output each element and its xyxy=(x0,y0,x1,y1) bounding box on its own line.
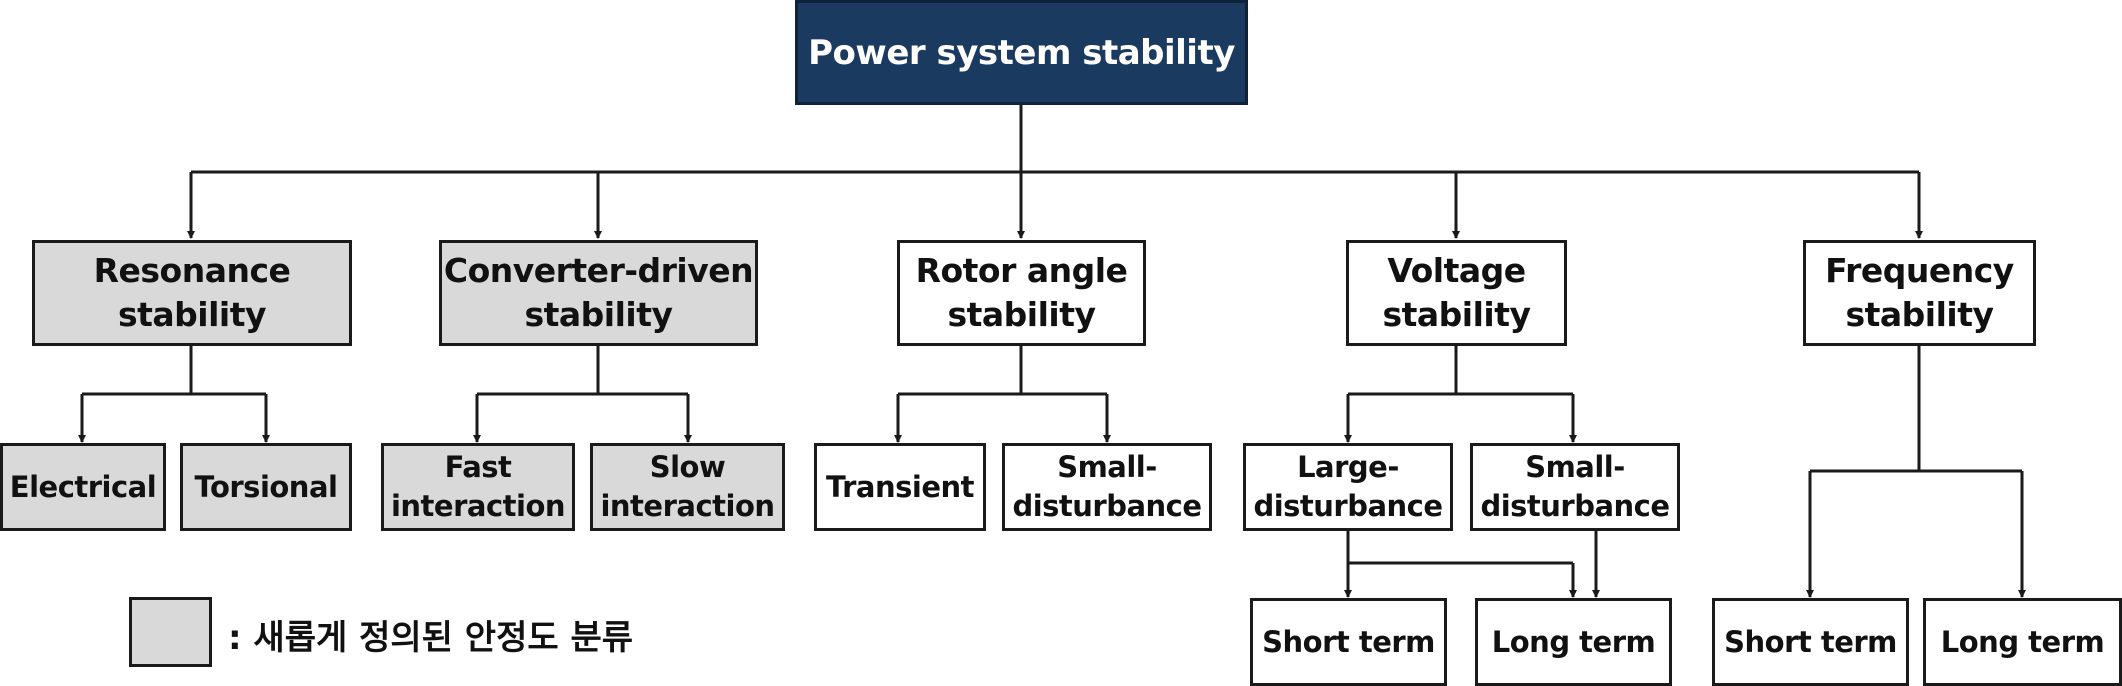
subcategory-label: Short term xyxy=(1724,624,1897,659)
subcategory-slow-interaction: Slow interaction xyxy=(590,443,785,531)
subcategory-label: Large- disturbance xyxy=(1253,450,1443,523)
subcategory-label: Small- disturbance xyxy=(1480,450,1670,523)
subcategory-label: Small- disturbance xyxy=(1012,450,1202,523)
subcategory-torsional: Torsional xyxy=(180,443,352,531)
category-label: Rotor angle stability xyxy=(915,251,1128,334)
subcategory-label: Slow interaction xyxy=(600,450,775,523)
subcategory-label: Fast interaction xyxy=(390,450,566,523)
subcategory-frequency-short-term: Short term xyxy=(1712,598,1909,686)
category-rotor-angle-stability: Rotor angle stability xyxy=(897,240,1146,346)
subcategory-voltage-long-term: Long term xyxy=(1475,598,1672,686)
subcategory-label: Long term xyxy=(1491,624,1656,659)
category-label: Voltage stability xyxy=(1382,251,1531,334)
legend-swatch xyxy=(129,597,212,667)
subcategory-voltage-short-term: Short term xyxy=(1250,598,1447,686)
subcategory-fast-interaction: Fast interaction xyxy=(381,443,575,531)
subcategory-voltage-small-disturbance: Small- disturbance xyxy=(1470,443,1680,531)
category-frequency-stability: Frequency stability xyxy=(1803,240,2036,346)
legend-text: : 새롭게 정의된 안정도 분류 xyxy=(228,618,634,658)
root-power-system-stability: Power system stability xyxy=(795,0,1248,105)
subcategory-label: Electrical xyxy=(9,469,157,504)
subcategory-label: Long term xyxy=(1940,624,2105,659)
subcategory-electrical: Electrical xyxy=(0,443,166,531)
root-label: Power system stability xyxy=(808,32,1235,73)
subcategory-voltage-large-disturbance: Large- disturbance xyxy=(1243,443,1453,531)
subcategory-label: Transient xyxy=(826,469,975,504)
category-resonance-stability: Resonance stability xyxy=(32,240,352,346)
category-converter-driven-stability: Converter-driven stability xyxy=(439,240,758,346)
subcategory-rotor-small-disturbance: Small- disturbance xyxy=(1002,443,1212,531)
subcategory-label: Torsional xyxy=(194,469,338,504)
subcategory-transient: Transient xyxy=(814,443,986,531)
category-voltage-stability: Voltage stability xyxy=(1346,240,1567,346)
category-label: Resonance stability xyxy=(93,251,291,334)
subcategory-label: Short term xyxy=(1262,624,1435,659)
category-label: Converter-driven stability xyxy=(443,251,754,334)
subcategory-frequency-long-term: Long term xyxy=(1923,598,2122,686)
category-label: Frequency stability xyxy=(1825,251,2014,334)
